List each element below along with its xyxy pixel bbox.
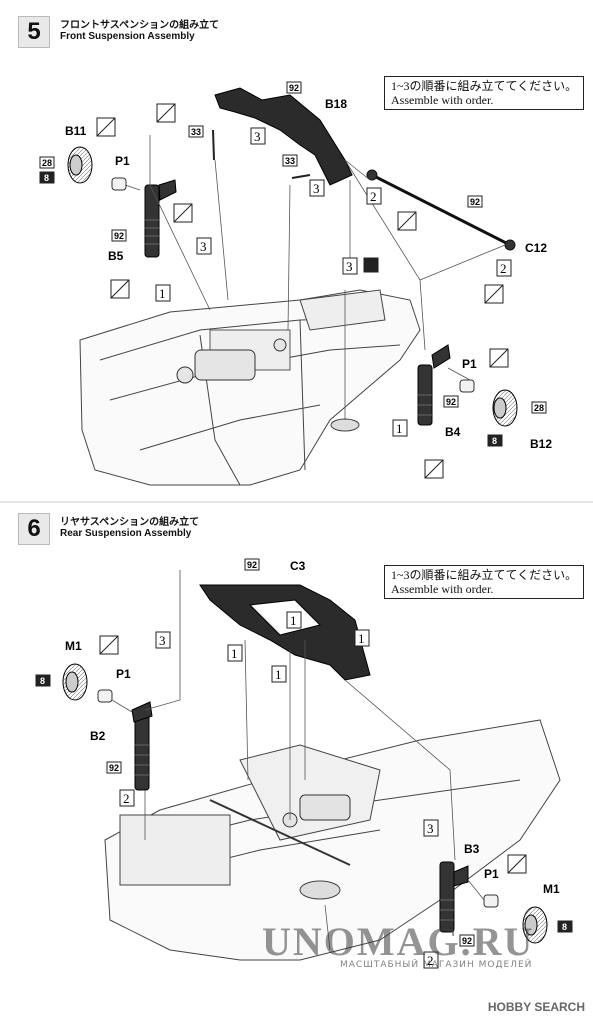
label-p1-left: P1	[115, 154, 130, 168]
label-b3: B3	[464, 842, 480, 856]
partnum-92-c12: 92	[470, 197, 480, 207]
front-order-2a: 2	[370, 189, 377, 204]
part-b11-hub	[67, 146, 93, 184]
rear-guide-lines	[111, 570, 485, 951]
partnum-92-b4: 92	[446, 397, 456, 407]
part-c12-tie-rod	[366, 169, 516, 251]
front-guide-lines	[124, 135, 506, 420]
label-p1-rear-left: P1	[116, 667, 131, 681]
rear-order-3a: 3	[159, 633, 166, 648]
partnum-92-b2: 92	[109, 763, 119, 773]
partnum-8-rear-right: 8	[562, 922, 567, 932]
step-5-note-jp: 1~3の順番に組み立ててください。	[391, 79, 578, 93]
step-6-title-en: Rear Suspension Assembly	[60, 528, 192, 539]
step-6-order-note: 1~3の順番に組み立ててください。 Assemble with order.	[384, 565, 585, 599]
partnum-92-b18: 92	[289, 83, 299, 93]
partnum-28-right: 28	[534, 403, 544, 413]
label-c12: C12	[525, 241, 547, 255]
step-5-title-jp: フロントサスペンションの組み立て	[60, 20, 220, 31]
source-credit: HOBBY SEARCH	[487, 1000, 585, 1014]
step-5-header: 5 フロントサスペンションの組み立て Front Suspension Asse…	[18, 16, 219, 48]
partnum-33-right: 33	[285, 156, 295, 166]
partnum-33-left: 33	[191, 127, 201, 137]
watermark-brand: UNOMAG.RU	[262, 919, 535, 964]
partnum-8-left: 8	[44, 173, 49, 183]
part-p1-rear-right	[483, 894, 499, 908]
step-5-number: 5	[18, 16, 50, 48]
part-p1-rear-left	[97, 689, 113, 703]
rear-order-1c: 1	[231, 646, 238, 661]
partnum-92-b3: 92	[462, 936, 472, 946]
label-p1-right: P1	[462, 357, 477, 371]
front-order-3d: 3	[346, 259, 353, 274]
front-order-mark-boxes	[155, 127, 512, 437]
label-b11: B11	[65, 124, 87, 138]
b18-screw-33-left	[212, 129, 215, 161]
front-order-3b: 3	[313, 181, 320, 196]
partnum-92-b5: 92	[114, 231, 124, 241]
step-5-title-en: Front Suspension Assembly	[60, 31, 195, 42]
part-b3-upright	[439, 861, 469, 933]
rear-order-mark-boxes	[119, 611, 439, 969]
part-p1-right	[459, 379, 475, 393]
label-b12: B12	[530, 437, 552, 451]
part-b5-upright	[144, 179, 177, 258]
front-gearbox	[176, 338, 287, 384]
rear-order-1a: 1	[290, 613, 297, 628]
label-b5: B5	[108, 249, 124, 263]
rear-order-1b: 1	[358, 631, 365, 646]
step-6-title-jp: リヤサスペンションの組み立て	[60, 517, 200, 528]
part-b4-upright	[417, 344, 451, 426]
step-5-order-note: 1~3の順番に組み立ててください。 Assemble with order.	[384, 76, 585, 110]
part-p1-left	[111, 177, 127, 191]
label-m1-left: M1	[65, 639, 82, 653]
rear-order-2b: 2	[427, 953, 434, 968]
partnum-92-c3: 92	[247, 560, 257, 570]
rear-order-1d: 1	[275, 667, 282, 682]
partnum-8-right: 8	[492, 436, 497, 446]
part-b12-hub	[492, 389, 518, 427]
label-c3: C3	[290, 559, 306, 573]
rear-order-2a: 2	[123, 791, 130, 806]
front-order-3c: 3	[200, 239, 207, 254]
front-partnum-boxes	[39, 81, 547, 447]
rear-order-3b: 3	[427, 821, 434, 836]
rear-partnum-boxes	[35, 558, 573, 947]
watermark-tagline: МАСШТАБНЫЙ МАГАЗИН МОДЕЛЕЙ	[340, 960, 533, 970]
partnum-8-rear-left: 8	[40, 676, 45, 686]
front-no-cement-strokes	[96, 103, 509, 479]
front-order-3a: 3	[254, 129, 261, 144]
part-m1-hub-left	[62, 663, 88, 701]
rear-chassis-outline	[104, 719, 561, 961]
front-order-1b: 1	[396, 421, 403, 436]
step-6-number: 6	[18, 513, 50, 545]
label-p1-rear-right: P1	[484, 867, 499, 881]
label-b18: B18	[325, 97, 347, 111]
step-5-note-en: Assemble with order.	[391, 93, 494, 107]
part-b18-frame	[214, 87, 353, 186]
part-m1-hub-right	[522, 906, 548, 944]
front-order-1a: 1	[159, 286, 166, 301]
step-6-note-en: Assemble with order.	[391, 582, 494, 596]
front-screw-icon	[363, 257, 379, 273]
step-6-header: 6 リヤサスペンションの組み立て Rear Suspension Assembl…	[18, 513, 199, 545]
partnum-28-left: 28	[42, 158, 52, 168]
c3-inner-cutout	[248, 599, 321, 636]
front-chassis-outline	[79, 289, 421, 486]
step-6-note-jp: 1~3の順番に組み立ててください。	[391, 568, 578, 582]
label-b4: B4	[445, 425, 461, 439]
part-b2-upright	[131, 701, 153, 791]
b18-screw-33-right	[291, 174, 311, 179]
front-order-2b: 2	[500, 261, 507, 276]
label-b2: B2	[90, 729, 106, 743]
label-m1-right: M1	[543, 882, 560, 896]
